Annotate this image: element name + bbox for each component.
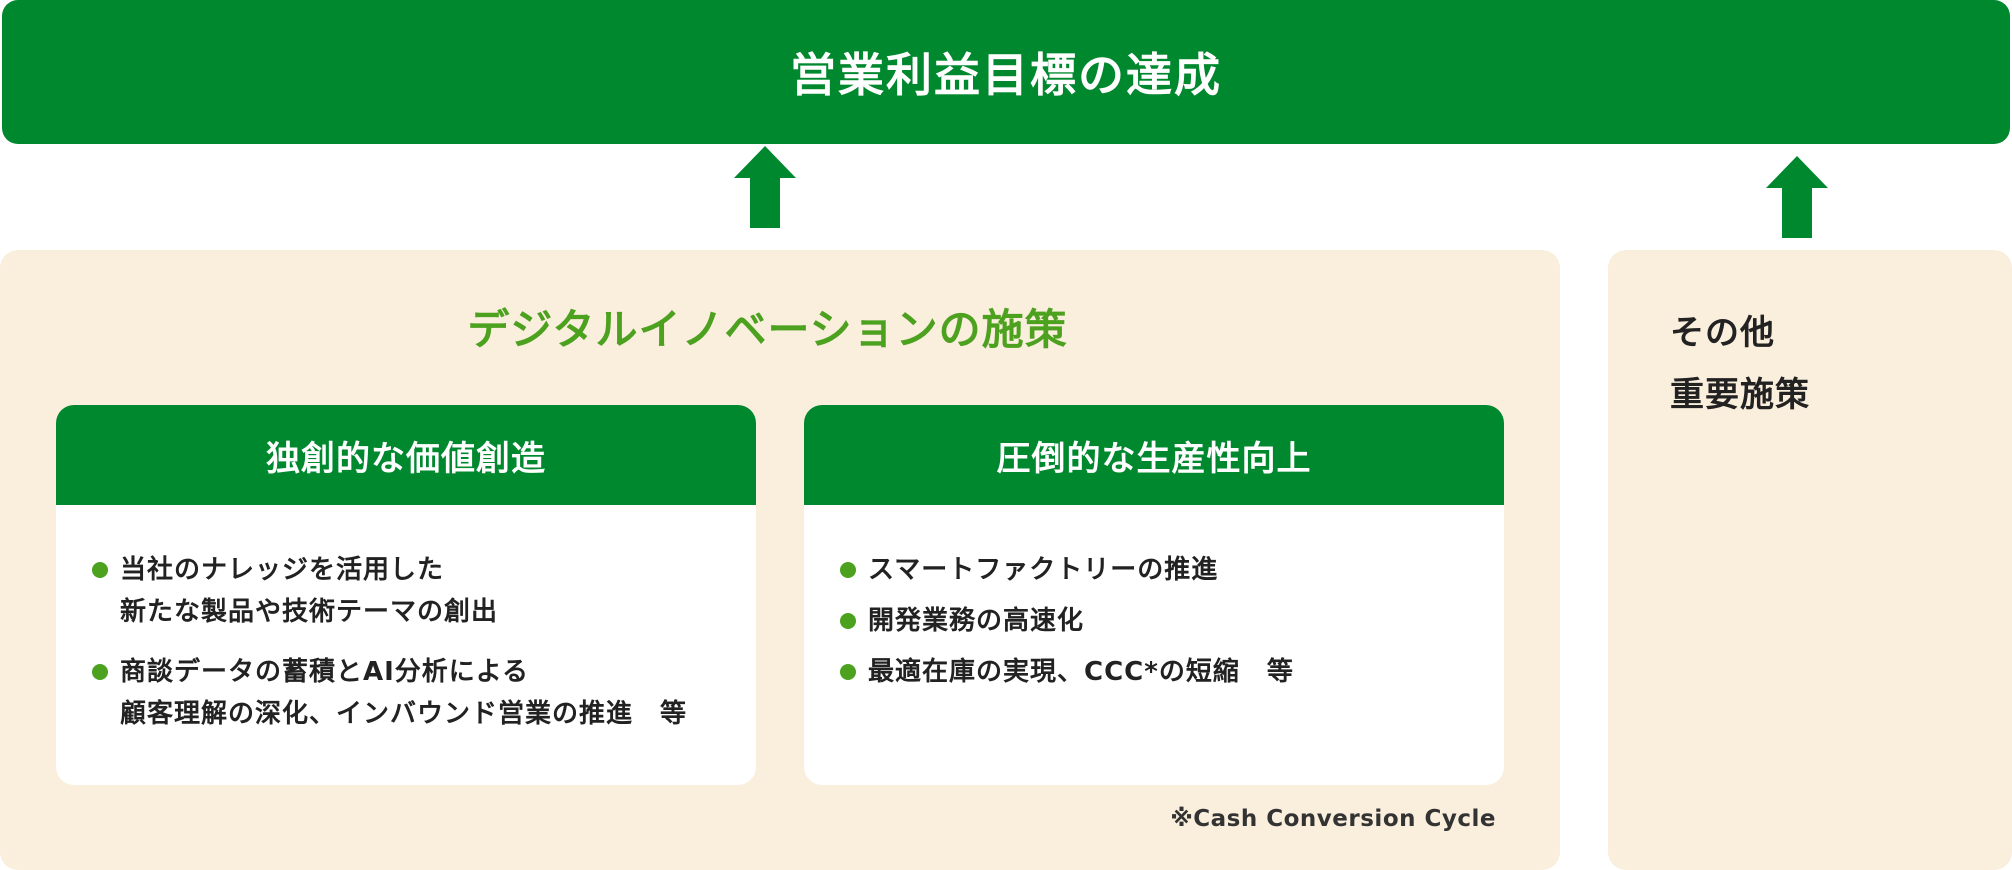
item-line: 最適在庫の実現、CCC*の短縮 等 <box>868 657 1294 687</box>
other-title-line: 重要施策 <box>1670 375 1810 415</box>
bullet-icon <box>840 664 856 680</box>
footnote: ※Cash Conversion Cycle <box>1170 806 1496 832</box>
digital-innovation-panel: デジタルイノベーションの施策 独創的な価値創造 当社のナレッジを活用した 新たな… <box>0 250 1560 870</box>
list-item: スマートファクトリーの推進 <box>840 549 1504 591</box>
other-title: その他 重要施策 <box>1670 302 1810 426</box>
item-line: スマートファクトリーの推進 <box>868 555 1219 585</box>
card-title: 圧倒的な生産性向上 <box>996 438 1312 479</box>
card-list: スマートファクトリーの推進 開発業務の高速化 最適在庫の実現、CCC*の短縮 等 <box>804 505 1504 693</box>
goal-title: 営業利益目標の達成 <box>790 48 1222 102</box>
section-title: デジタルイノベーションの施策 <box>467 305 1068 354</box>
item-line: 開発業務の高速化 <box>868 606 1085 636</box>
card-header: 圧倒的な生産性向上 <box>804 405 1504 505</box>
card-list: 当社のナレッジを活用した 新たな製品や技術テーマの創出 商談データの蓄積とAI分… <box>56 505 756 735</box>
bullet-icon <box>92 664 108 680</box>
other-title-line: その他 <box>1670 313 1775 353</box>
list-item: 開発業務の高速化 <box>840 600 1504 642</box>
bullet-icon <box>840 613 856 629</box>
up-arrow-icon <box>1766 156 1828 238</box>
bullet-icon <box>92 562 108 578</box>
item-line: 顧客理解の深化、インバウンド営業の推進 等 <box>120 699 688 729</box>
card-productivity: 圧倒的な生産性向上 スマートファクトリーの推進 開発業務の高速化 最適在庫の実現… <box>804 405 1504 785</box>
goal-banner: 営業利益目標の達成 <box>2 0 2010 144</box>
card-title: 独創的な価値創造 <box>266 438 546 479</box>
list-item: 商談データの蓄積とAI分析による 顧客理解の深化、インバウンド営業の推進 等 <box>92 651 756 735</box>
list-item: 当社のナレッジを活用した 新たな製品や技術テーマの創出 <box>92 549 756 633</box>
card-header: 独創的な価値創造 <box>56 405 756 505</box>
item-line: 新たな製品や技術テーマの創出 <box>120 597 499 627</box>
list-item: 最適在庫の実現、CCC*の短縮 等 <box>840 651 1504 693</box>
other-measures-panel: その他 重要施策 <box>1608 250 2012 870</box>
item-line: 当社のナレッジを活用した <box>120 555 445 585</box>
item-line: 商談データの蓄積とAI分析による <box>120 657 530 687</box>
card-value-creation: 独創的な価値創造 当社のナレッジを活用した 新たな製品や技術テーマの創出 商談デ… <box>56 405 756 785</box>
up-arrow-icon <box>734 146 796 228</box>
bullet-icon <box>840 562 856 578</box>
